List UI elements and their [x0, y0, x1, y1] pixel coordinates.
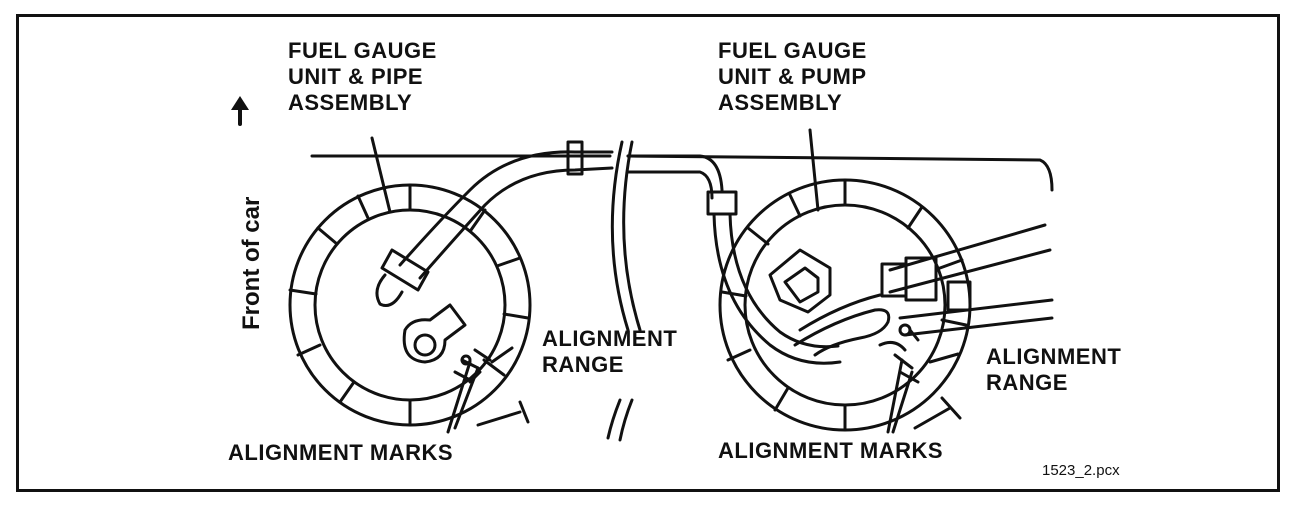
right-return-tube — [793, 293, 891, 357]
right-fuel-gauge-unit — [706, 178, 1054, 432]
leader-right-range — [928, 352, 960, 364]
left-assembly-line-1: FUEL GAUGE — [288, 38, 437, 63]
left-assembly-label: FUEL GAUGE UNIT & PIPE ASSEMBLY — [288, 38, 437, 116]
right-assembly-line-3: ASSEMBLY — [718, 90, 843, 115]
leader-left-assembly — [370, 136, 392, 214]
right-assembly-line-1: FUEL GAUGE — [718, 38, 867, 63]
front-of-car-label: Front of car — [238, 196, 265, 330]
leader-left-range — [490, 346, 514, 364]
leader-right-tick — [913, 396, 962, 430]
left-range-line-2: RANGE — [542, 352, 624, 377]
right-outlet-lines — [888, 223, 1054, 337]
right-pump — [768, 248, 832, 314]
diagram-frame — [16, 14, 1280, 492]
left-assembly-line-2: UNIT & PIPE — [288, 64, 424, 89]
left-assembly-line-3: ASSEMBLY — [288, 90, 413, 115]
left-fitting — [380, 248, 430, 292]
left-pipe — [398, 150, 614, 280]
right-range-line-2: RANGE — [986, 370, 1068, 395]
left-fuel-gauge-unit — [288, 140, 614, 427]
right-feed-pipe — [712, 212, 842, 365]
right-ring-ticks — [720, 178, 968, 432]
tank-outline — [310, 154, 1054, 192]
left-alignment-marks-label: ALIGNMENT MARKS — [228, 440, 454, 465]
leader-right-assembly — [808, 128, 820, 212]
left-range-line-1: ALIGNMENT — [542, 326, 678, 351]
right-assembly-line-2: UNIT & PUMP — [718, 64, 867, 89]
left-gauge-float — [402, 303, 467, 364]
break-lines — [606, 140, 642, 442]
leader-left-marks — [446, 360, 480, 434]
left-alignment-range-label: ALIGNMENT RANGE — [542, 326, 677, 378]
right-range-line-1: ALIGNMENT — [986, 344, 1122, 369]
file-name-label: 1523_2.pcx — [1042, 462, 1120, 479]
middle-pipe — [626, 154, 724, 200]
leader-right-marks — [886, 358, 914, 434]
right-assembly-label: FUEL GAUGE UNIT & PUMP ASSEMBLY — [718, 38, 867, 116]
left-ring-ticks — [288, 183, 530, 427]
right-alignment-marks — [878, 328, 920, 384]
leader-left-tick — [476, 400, 530, 427]
up-arrow-icon — [231, 96, 249, 110]
right-alignment-marks-label: ALIGNMENT MARKS — [718, 438, 944, 463]
right-alignment-range-label: ALIGNMENT RANGE — [986, 344, 1121, 396]
